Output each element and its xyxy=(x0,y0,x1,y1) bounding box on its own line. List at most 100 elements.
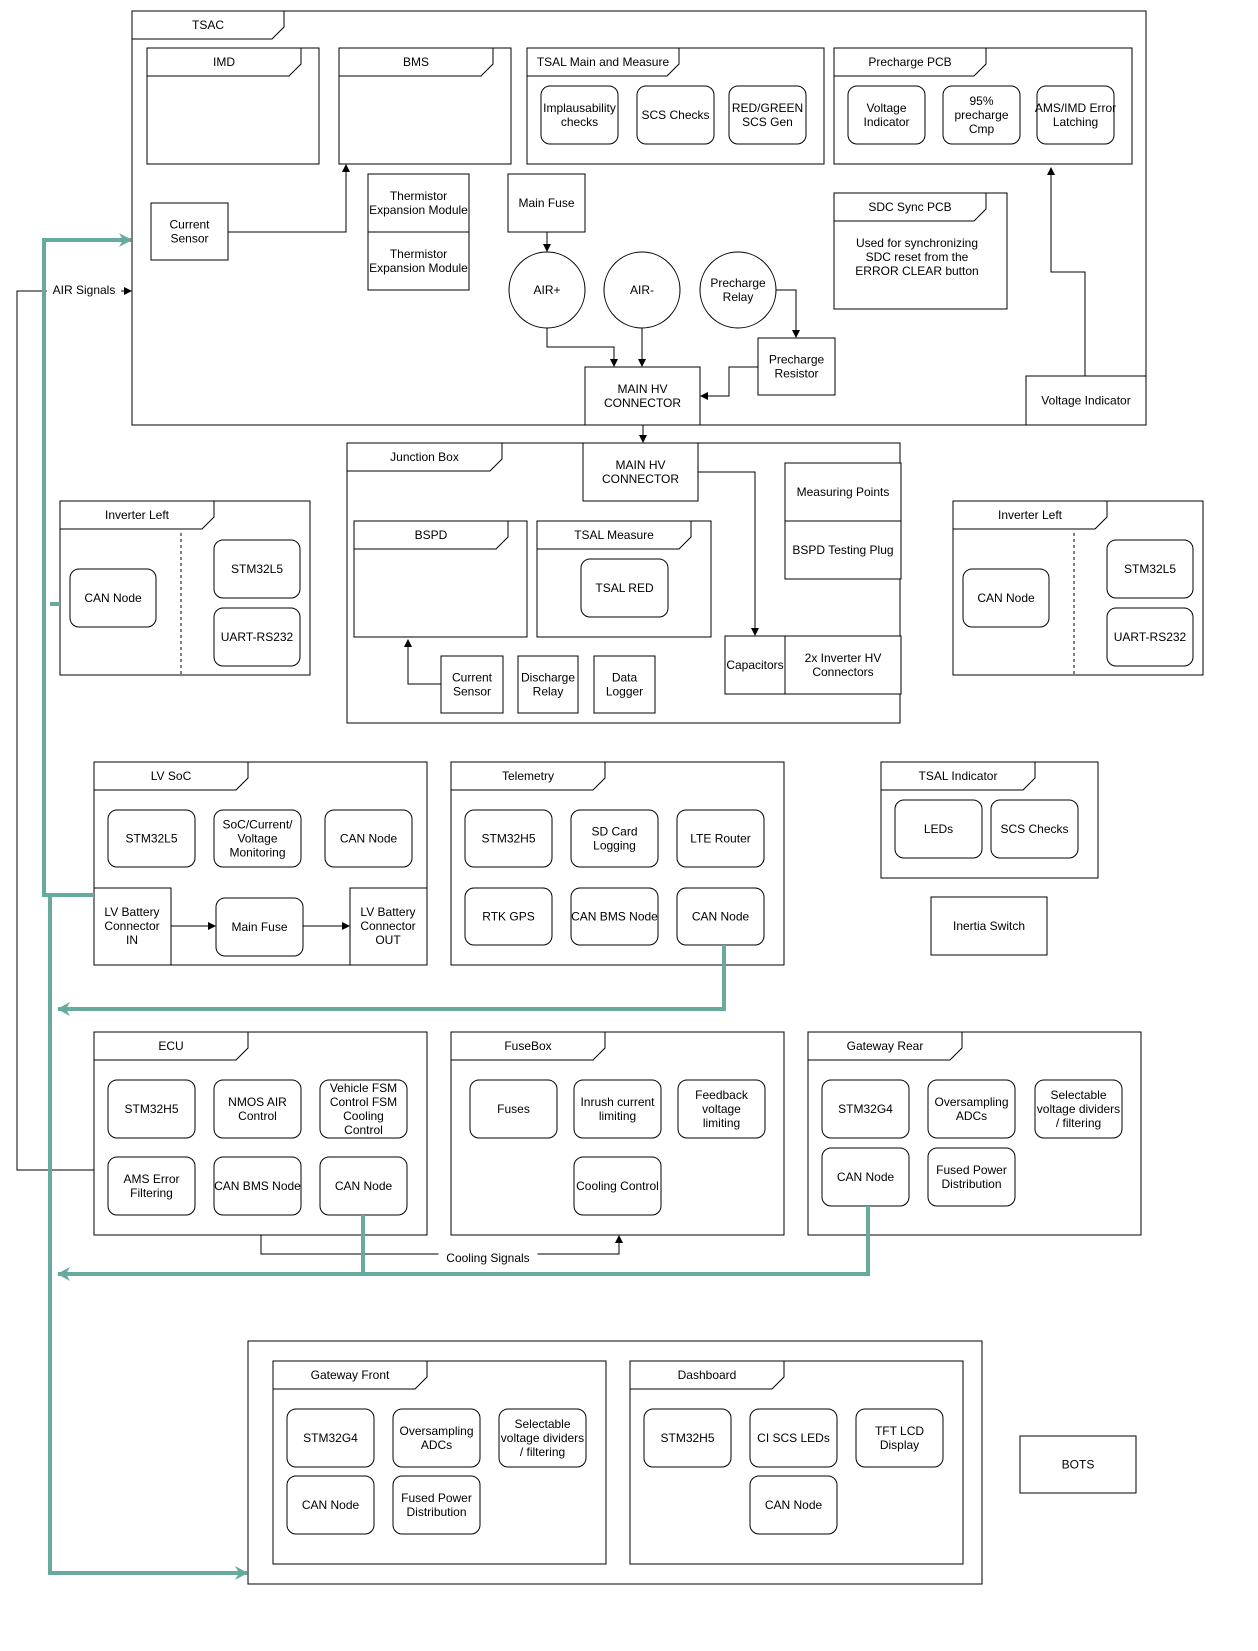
bots: BOTS xyxy=(1019,1435,1137,1494)
cooling-control: Cooling Control xyxy=(573,1156,662,1216)
air-minus: AIR- xyxy=(603,251,681,329)
lv-battery-connector-in xyxy=(93,887,172,966)
bots-shape xyxy=(1019,1435,1137,1494)
voltage-indicator-to-pcb-arrow xyxy=(1047,167,1086,376)
lv-soc-main-fuse-shape xyxy=(215,897,304,957)
inverter-left-b-title: Inverter Left xyxy=(998,508,1063,522)
can-bus-gateway-rear xyxy=(363,1206,870,1276)
imd-tab xyxy=(147,48,302,77)
air-plus: AIR+ xyxy=(508,251,586,329)
capacitors-shape xyxy=(724,635,786,695)
discharge-relay-shape xyxy=(517,655,579,714)
ci-scs-leds-label: CI SCS LEDs xyxy=(757,1431,830,1445)
air-signals-label-bg xyxy=(46,283,122,297)
gateway-front-title: Gateway Front xyxy=(311,1368,390,1382)
junction-box-tab xyxy=(347,443,503,472)
lte-router: LTE Router xyxy=(676,809,765,868)
bspd-tab xyxy=(354,521,509,550)
precharge-pcb-title: Precharge PCB xyxy=(868,55,951,69)
inverter-left-b-mcu-label: STM32L5 xyxy=(1124,562,1176,576)
tsal-scs-checks-shape xyxy=(990,799,1079,859)
air-signals-label: AIR Signals xyxy=(53,283,116,297)
gateway-front-dividers-shape xyxy=(498,1408,587,1468)
telemetry-mcu-shape xyxy=(464,809,553,868)
main-hv-connector-tsac-shape xyxy=(584,366,701,426)
inverter-left-b-uart: UART-RS232 xyxy=(1106,607,1194,667)
sdc-sync-pcb-frame xyxy=(833,192,1008,310)
lv-soc-main-fuse-label: Main Fuse xyxy=(231,920,287,934)
tsal-red: TSAL RED xyxy=(580,558,669,618)
nmos-air-control-shape xyxy=(213,1079,302,1139)
bots-label: BOTS xyxy=(1062,1458,1095,1472)
air-plus-to-hv-arrow xyxy=(546,328,618,367)
inverter-left-a-uart-shape xyxy=(213,607,301,667)
dashboard-can-node-shape xyxy=(749,1475,838,1535)
feedback-voltage-limiting-shape xyxy=(677,1079,766,1139)
lv-soc-can-node-label: CAN Node xyxy=(340,832,398,846)
inverter-left-a-mcu: STM32L5 xyxy=(213,539,301,599)
gateway-rear-mcu-shape xyxy=(821,1079,910,1139)
inverter-left-a-uart-label: UART-RS232 xyxy=(221,630,294,644)
scs-checks-shape xyxy=(636,85,715,145)
cooling-signals-label: Cooling Signals xyxy=(446,1251,529,1265)
inverter-left-b-can-node-shape xyxy=(962,568,1050,628)
dashboard-title: Dashboard xyxy=(678,1368,737,1382)
inverter-left-b-tab xyxy=(953,501,1108,530)
inverter-left-b-uart-shape xyxy=(1106,607,1194,667)
fuses: Fuses xyxy=(469,1079,558,1139)
gateway-front-can-node-label: CAN Node xyxy=(302,1498,360,1512)
capacitors-label: Capacitors xyxy=(726,658,783,672)
lte-router-shape xyxy=(676,809,765,868)
precharge-cmp-shape xyxy=(942,85,1021,145)
can-bus-telemetry xyxy=(57,945,726,1016)
inverter-left-a-mcu-shape xyxy=(213,539,301,599)
bspd-testing-plug-shape xyxy=(784,520,902,580)
main-fuse-tsac-shape xyxy=(507,173,586,233)
lv-battery-connector-out-shape xyxy=(349,887,428,966)
gateway-front-can-node: CAN Node xyxy=(286,1475,375,1535)
precharge-pcb-tab xyxy=(834,48,987,77)
telemetry-title: Telemetry xyxy=(502,769,554,783)
bspd-frame xyxy=(353,520,528,638)
gateway-rear-dividers-shape xyxy=(1034,1079,1123,1139)
tft-lcd-display-shape xyxy=(855,1408,944,1468)
telemetry-can-node-shape xyxy=(676,887,765,946)
current-sensor-to-bspd-arrow xyxy=(404,639,441,685)
imd-frame xyxy=(146,47,320,165)
cooling-control-label: Cooling Control xyxy=(576,1179,659,1193)
gateway-rear-can-node-shape xyxy=(821,1147,910,1207)
sdc-sync-pcb-tab xyxy=(834,193,987,222)
gateway-rear-fused-power-shape xyxy=(927,1147,1016,1207)
telemetry-mcu-label: STM32H5 xyxy=(481,832,535,846)
bspd-title: BSPD xyxy=(415,528,448,542)
telemetry-can-bms-node-shape xyxy=(570,887,659,946)
resistor-to-hv-arrow xyxy=(700,366,758,400)
gateway-front-fused-power-shape xyxy=(392,1475,481,1535)
can-bus-main xyxy=(48,895,248,1580)
fusebox-tab xyxy=(451,1032,606,1061)
bms-title: BMS xyxy=(403,55,429,69)
